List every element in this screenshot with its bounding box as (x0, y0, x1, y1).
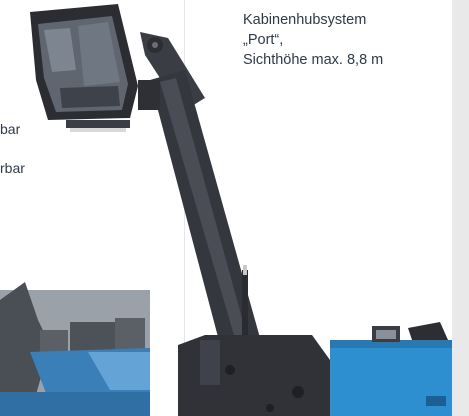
image-caption: Kabinenhubsystem „Port“, Sichthöhe max. … (243, 10, 448, 70)
crane-chassis (178, 322, 452, 416)
background-machine (0, 282, 150, 416)
operator-cabin (30, 4, 138, 132)
side-margin-bar (452, 0, 469, 416)
caption-line-1: Kabinenhubsystem (243, 12, 367, 28)
caption-line-3: Sichthöhe max. 8,8 m (243, 52, 384, 68)
left-column-text-fragment: rbar (0, 160, 25, 176)
left-column-text-fragment: bar (0, 121, 21, 137)
caption-line-2: „Port“, (243, 32, 284, 48)
crane-boom (138, 32, 262, 352)
